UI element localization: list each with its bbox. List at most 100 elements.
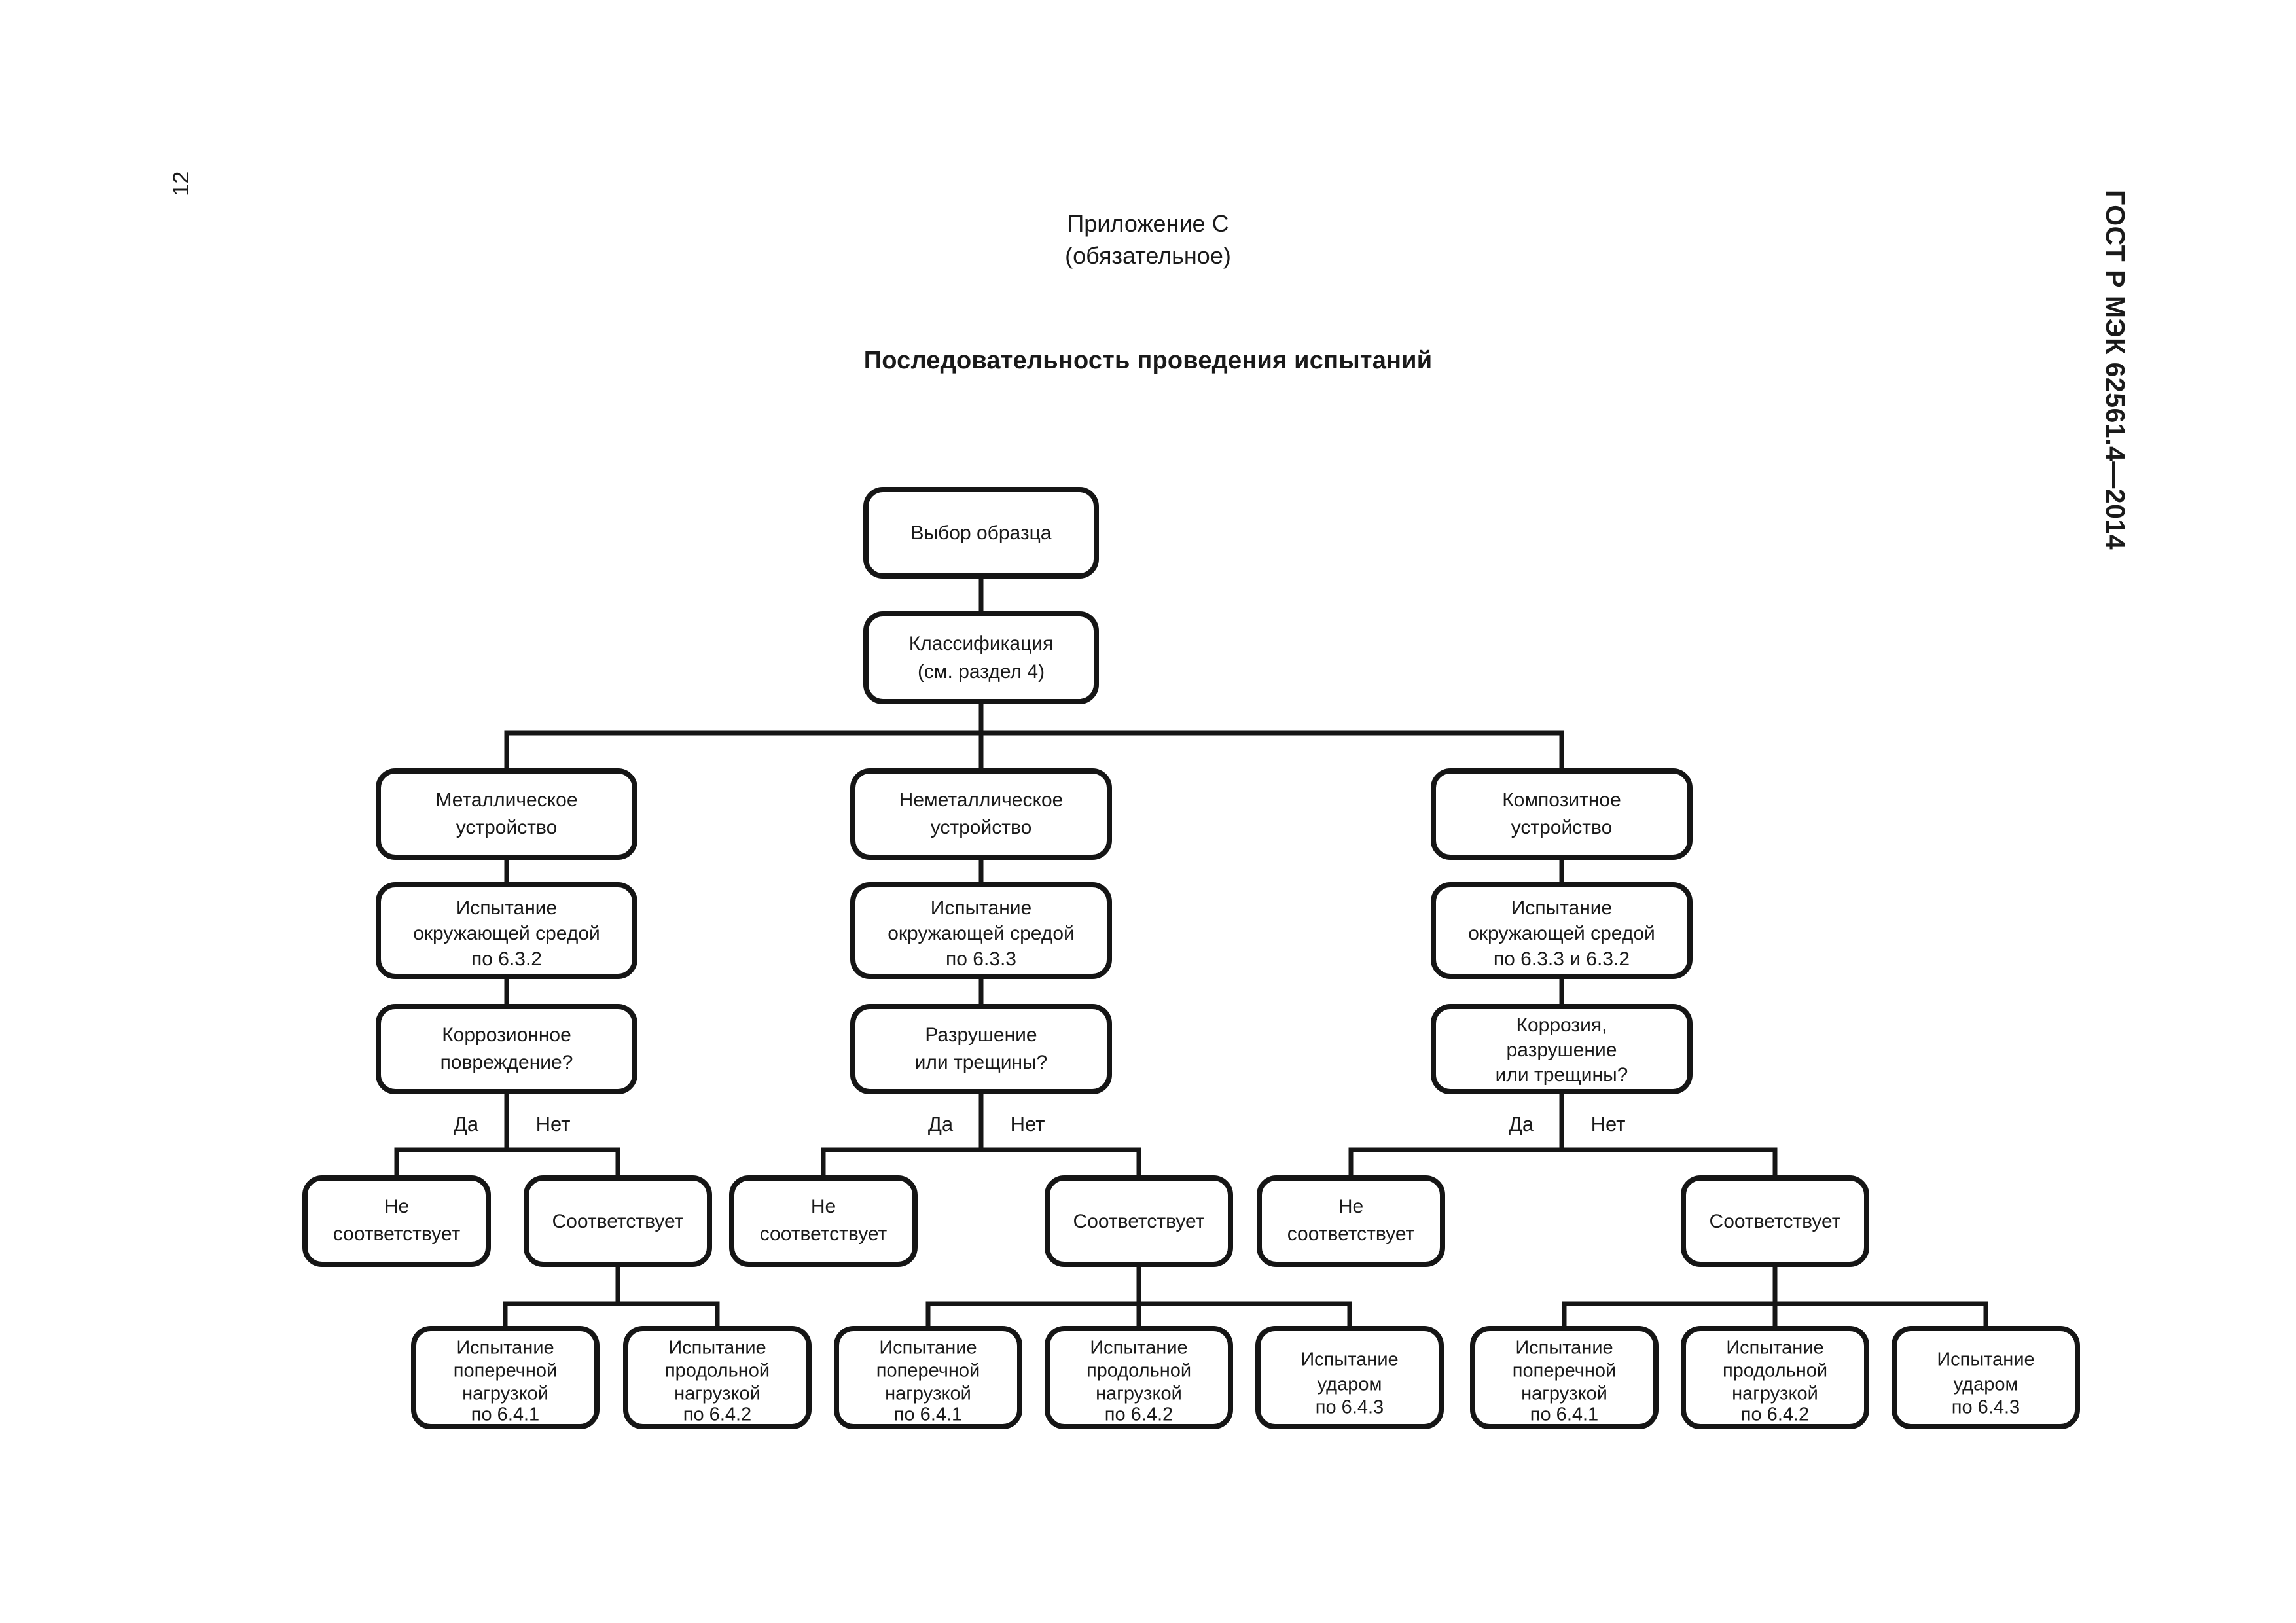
result-fail-nonmetal: Не соответствует [729,1175,918,1267]
node-device-composite: Композитное устройство [1431,768,1693,860]
test-node-1: Испытание поперечной нагрузкой по 6.4.1 [411,1326,600,1429]
node-start-label: Выбор образца [911,522,1052,544]
decision-metal-line1: Коррозионное [442,1024,571,1046]
decision-nonmetal: Разрушение или трещины? [850,1004,1112,1094]
test-node-4-box [1045,1326,1233,1429]
edge-labels: Да Нет Да Нет Да Нет [454,1113,1626,1135]
test-node-5-line3: по 6.4.3 [1316,1397,1384,1418]
test-node-4: Испытание продольной нагрузкой по 6.4.2 [1045,1326,1233,1429]
test-node-3-line2: поперечной [876,1361,980,1382]
edge-label-yes-metal: Да [454,1113,479,1135]
test-node-1-line2: поперечной [454,1361,557,1382]
node-start-box [863,487,1099,579]
test-node-6-line1: Испытание [1515,1338,1613,1359]
test-node-3-line4: по 6.4.1 [894,1404,962,1425]
test-node-7-line1: Испытание [1726,1338,1823,1359]
result-fail-metal-line1: Не [384,1196,409,1217]
test-node-1-box [411,1326,600,1429]
edge-label-no-composite: Нет [1591,1113,1626,1135]
node-env-metal: Испытание окружающей средой по 6.3.2 [376,882,637,979]
node-env-metal-line2: окружающей средой [413,923,600,944]
result-pass-metal: Соответствует [524,1175,712,1267]
test-node-7-line2: продольной [1723,1361,1827,1382]
result-fail-nonmetal-line1: Не [811,1196,836,1217]
result-fail-composite-line1: Не [1338,1196,1363,1217]
node-device-metal: Металлическое устройство [376,768,637,860]
node-device-nonmetal: Неметаллическое устройство [850,768,1112,860]
node-env-composite-box [1431,882,1693,979]
test-node-6-line2: поперечной [1513,1361,1616,1382]
node-device-metal-line2: устройство [456,817,558,838]
test-node-8-line1: Испытание [1937,1349,2034,1370]
node-env-metal-line1: Испытание [456,897,557,919]
node-device-metal-box [376,768,637,860]
decision-composite-box [1431,1004,1693,1094]
node-env-nonmetal-line1: Испытание [931,897,1031,919]
result-pass-metal-label: Соответствует [552,1211,684,1232]
edge-label-no-nonmetal: Нет [1011,1113,1045,1135]
node-classification-line1: Классификация [909,633,1054,654]
node-device-composite-box [1431,768,1693,860]
node-device-composite-line1: Композитное [1502,789,1621,811]
test-node-5-line1: Испытание [1300,1349,1398,1370]
decision-metal-box [376,1004,637,1094]
test-node-8-box [1892,1326,2080,1429]
result-fail-metal: Не соответствует [302,1175,491,1267]
decision-metal: Коррозионное повреждение? [376,1004,637,1094]
node-start: Выбор образца [863,487,1099,579]
result-pass-metal-box [524,1175,712,1267]
edge-label-yes-nonmetal: Да [928,1113,954,1135]
node-env-nonmetal-box [850,882,1112,979]
test-node-6: Испытание поперечной нагрузкой по 6.4.1 [1470,1326,1659,1429]
node-env-nonmetal-line3: по 6.3.3 [946,948,1016,970]
test-node-4-line4: по 6.4.2 [1105,1404,1173,1425]
result-fail-composite-box [1257,1175,1445,1267]
result-fail-nonmetal-box [729,1175,918,1267]
result-fail-composite: Не соответствует [1257,1175,1445,1267]
test-node-5-box [1255,1326,1444,1429]
decision-composite-line2: разрушение [1507,1039,1617,1061]
test-node-4-line3: нагрузкой [1096,1383,1182,1404]
node-device-nonmetal-box [850,768,1112,860]
node-env-nonmetal: Испытание окружающей средой по 6.3.3 [850,882,1112,979]
test-node-7-box [1681,1326,1869,1429]
test-node-7-line3: нагрузкой [1732,1383,1818,1404]
result-fail-nonmetal-line2: соответствует [760,1223,888,1245]
test-node-8-line3: по 6.4.3 [1952,1397,2020,1418]
decision-nonmetal-line1: Разрушение [925,1024,1037,1046]
test-node-7-line4: по 6.4.2 [1741,1404,1809,1425]
node-env-composite-line2: окружающей средой [1468,923,1655,944]
decision-composite-line1: Коррозия, [1516,1014,1607,1036]
node-classification-box [863,611,1099,704]
node-env-composite-line1: Испытание [1511,897,1612,919]
node-classification-line2: (см. раздел 4) [918,661,1045,683]
annex-title: Приложение С [1067,210,1229,237]
test-node-7: Испытание продольной нагрузкой по 6.4.2 [1681,1326,1869,1429]
test-node-3-line3: нагрузкой [885,1383,971,1404]
annex-subtitle: (обязательное) [1065,241,1231,269]
node-env-composite-line3: по 6.3.3 и 6.3.2 [1494,948,1630,970]
test-node-2-line3: нагрузкой [674,1383,761,1404]
test-node-6-box [1470,1326,1659,1429]
result-fail-metal-line2: соответствует [333,1223,461,1245]
decision-composite: Коррозия, разрушение или трещины? [1431,1004,1693,1094]
result-pass-composite: Соответствует [1681,1175,1869,1267]
node-device-composite-line2: устройство [1511,817,1613,838]
node-classification: Классификация (см. раздел 4) [863,611,1099,704]
decision-metal-line2: повреждение? [440,1052,573,1073]
decision-composite-line3: или трещины? [1496,1064,1628,1086]
node-env-nonmetal-line2: окружающей средой [888,923,1075,944]
page-title: Последовательность проведения испытаний [863,347,1433,374]
test-node-1-line1: Испытание [456,1338,554,1359]
result-pass-nonmetal: Соответствует [1045,1175,1233,1267]
decision-nonmetal-line2: или трещины? [915,1052,1048,1073]
annex-heading: Приложение С (обязательное) [0,208,2296,272]
test-node-5: Испытание ударом по 6.4.3 [1255,1326,1444,1429]
node-env-metal-box [376,882,637,979]
test-node-3-line1: Испытание [879,1338,977,1359]
test-node-2-line2: продольной [665,1361,770,1382]
test-node-2-box [623,1326,812,1429]
test-node-2-line4: по 6.4.2 [683,1404,751,1425]
test-node-3-box [834,1326,1022,1429]
